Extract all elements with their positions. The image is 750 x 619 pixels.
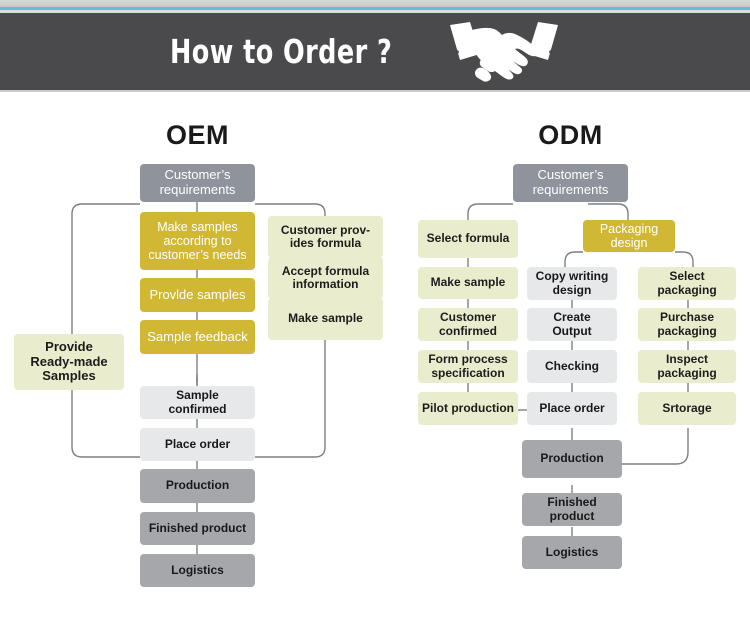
odm-node-customers-requirements[interactable]: Customer’s requirements (513, 164, 628, 202)
secondary-trim-strip (0, 10, 750, 13)
odm-node-packaging-design[interactable]: Packaging design (583, 220, 675, 252)
oem-node-place-order[interactable]: Place order (140, 428, 255, 461)
oem-node-customers-requirements[interactable]: Customer’s requirements (140, 164, 255, 202)
header-banner: How to Order ? (0, 13, 750, 90)
odm-node-production[interactable]: Production (522, 440, 622, 478)
oem-section-title: OEM (165, 120, 229, 150)
oem-node-sample-feedback[interactable]: Sample feedback (140, 320, 255, 354)
odm-node-form-process-specification[interactable]: Form process specification (418, 350, 518, 383)
oem-node-accept-formula-information[interactable]: Accept formula information (268, 257, 383, 299)
odm-node-checking[interactable]: Checking (527, 350, 617, 383)
banner-bottom-divider (0, 90, 750, 92)
odm-node-make-sample[interactable]: Make sample (418, 267, 518, 299)
odm-node-purchase-packaging[interactable]: Purchase packaging (638, 308, 736, 341)
oem-node-provide-samples[interactable]: Provlde samples (140, 278, 255, 312)
odm-node-pilot-production[interactable]: Pilot production (418, 392, 518, 425)
odm-node-select-formula[interactable]: Select formula (418, 220, 518, 258)
oem-node-finished-product[interactable]: Finished product (140, 512, 255, 545)
handshake-icon (450, 21, 559, 82)
odm-section-title: ODM (538, 120, 603, 150)
header-banner-content: How to Order ? (170, 21, 564, 83)
odm-node-srtorage[interactable]: Srtorage (638, 392, 736, 425)
odm-node-logistics[interactable]: Logistics (522, 536, 622, 569)
oem-node-sample-confirmed[interactable]: Sample confirmed (140, 386, 255, 419)
odm-node-copy-writing-design[interactable]: Copy writing design (527, 267, 617, 300)
diagram-canvas: OEM Customer’s requirements Provide Read… (0, 92, 750, 619)
top-trim-strip (0, 0, 750, 7)
oem-node-make-samples[interactable]: Make samples according to customer’s nee… (140, 212, 255, 270)
oem-node-make-sample[interactable]: Make sample (268, 298, 383, 340)
oem-node-provide-ready-made-samples[interactable]: Provide Ready-made Samples (14, 334, 124, 390)
teal-accent-line (0, 7, 750, 10)
odm-node-select-packaging[interactable]: Select packaging (638, 267, 736, 300)
oem-node-production[interactable]: Production (140, 469, 255, 503)
odm-node-place-order[interactable]: Place order (527, 392, 617, 425)
odm-node-finished-product[interactable]: Finished product (522, 493, 622, 526)
page-title: How to Order ? (169, 32, 393, 71)
odm-node-create-output[interactable]: Create Output (527, 308, 617, 341)
oem-node-logistics[interactable]: Logistics (140, 554, 255, 587)
odm-node-customer-confirmed[interactable]: Customer confirmed (418, 308, 518, 341)
oem-node-customer-provides-formula[interactable]: Customer prov- ides formula (268, 216, 383, 258)
odm-node-inspect-packaging[interactable]: Inspect packaging (638, 350, 736, 383)
